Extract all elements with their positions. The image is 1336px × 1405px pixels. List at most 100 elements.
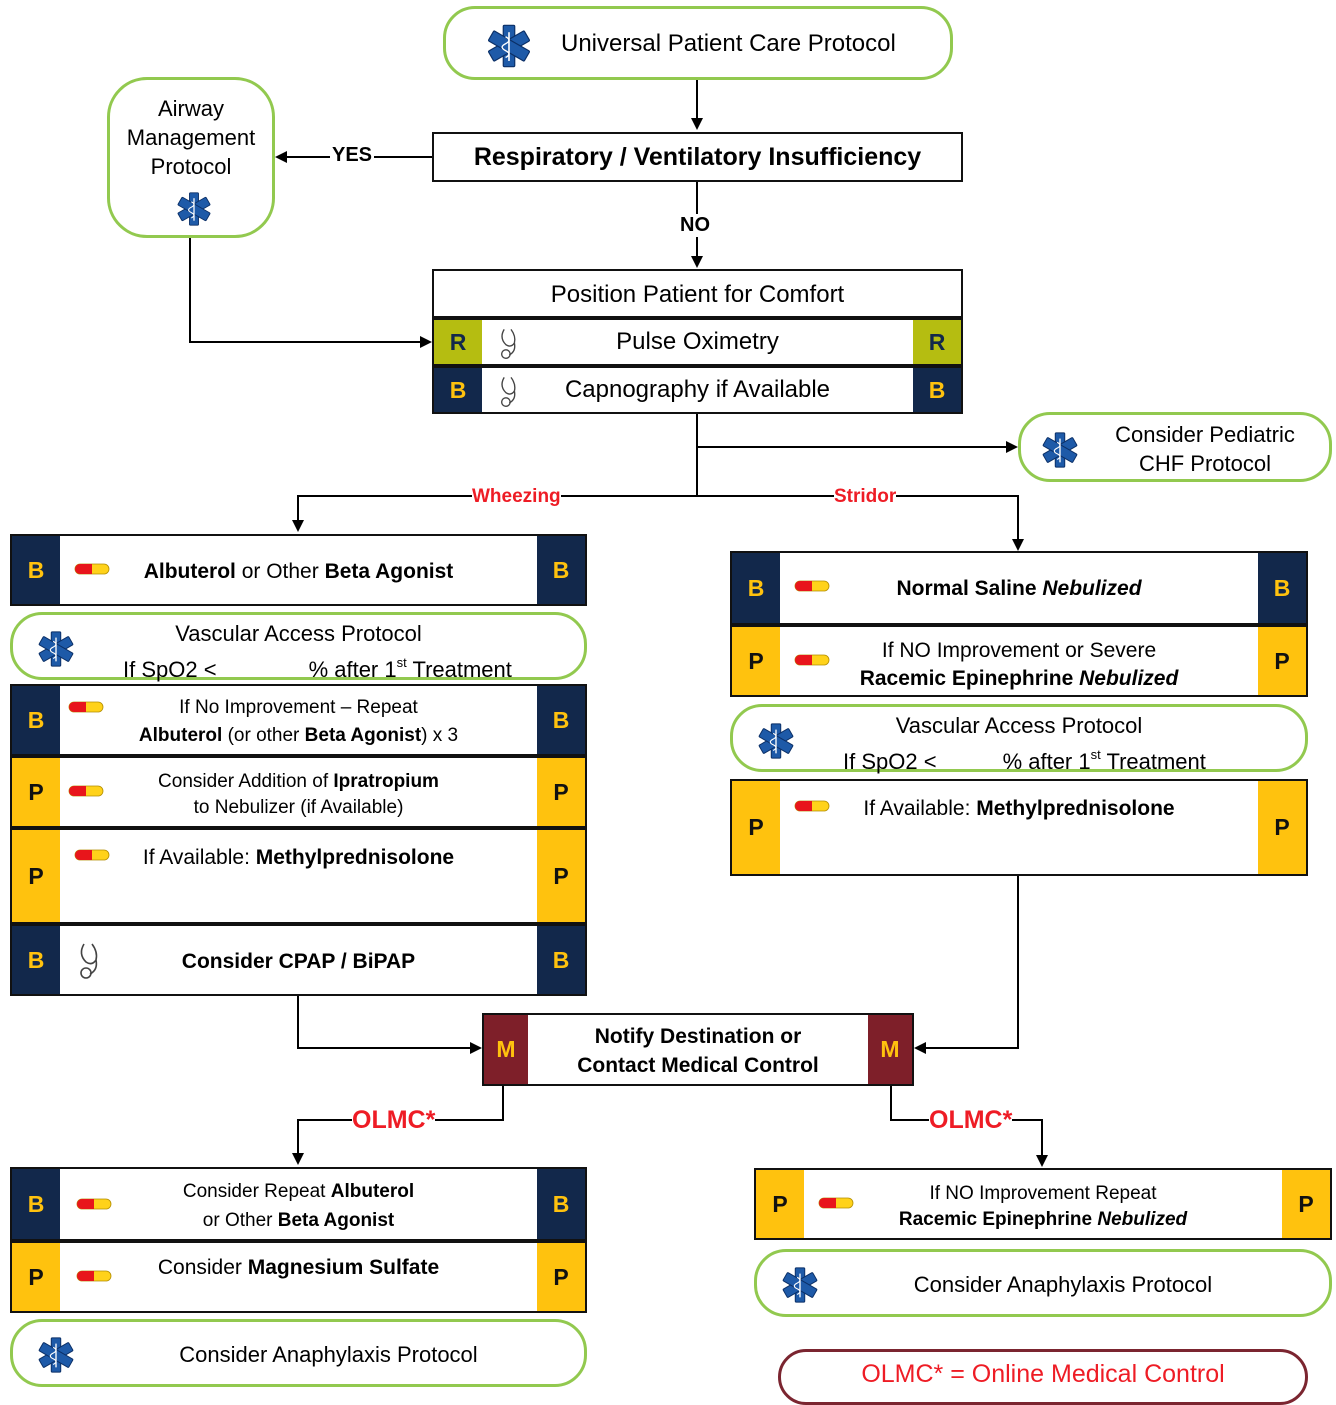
level-m-badge-right: M xyxy=(868,1015,912,1084)
level-b-badge-left: B xyxy=(12,1169,60,1239)
capnography-label: Capnography if Available xyxy=(564,376,831,403)
albuterol-label: Albuterol or Other Beta Agonist xyxy=(143,560,454,583)
normal-saline-label: Normal Saline Nebulized xyxy=(896,577,1142,600)
level-b-badge-left: B xyxy=(434,368,482,412)
level-p-badge-right: P xyxy=(537,1243,585,1311)
normal-saline-row[interactable]: B Normal Saline Nebulized B xyxy=(730,551,1308,625)
respiratory-decision-box[interactable]: Respiratory / Ventilatory Insufficiency xyxy=(432,132,963,182)
anaphylaxis-left-label: Consider Anaphylaxis Protocol xyxy=(179,1342,478,1367)
level-p-badge-left: P xyxy=(12,1243,60,1311)
ipratropium-row[interactable]: P Consider Addition of Ipratropium to Ne… xyxy=(10,756,587,828)
level-r-badge-right: R xyxy=(913,320,961,364)
star-of-life-icon xyxy=(757,722,795,760)
stridor-label: Stridor xyxy=(834,486,897,508)
level-b-badge-right: B xyxy=(537,536,585,604)
level-p-badge-right: P xyxy=(537,830,585,922)
level-p-badge-left: P xyxy=(756,1170,804,1238)
notify-line1: Notify Destination or xyxy=(594,1025,802,1048)
methylprednisolone-right-label: If Available: Methylprednisolone xyxy=(863,797,1175,820)
vascular-access-right-node[interactable]: Vascular Access Protocol If SpO2 <% afte… xyxy=(730,704,1308,774)
repeat-albuterol-line2: Albuterol (or other Beta Agonist) x 3 xyxy=(138,725,459,746)
magnesium-sulfate-row[interactable]: P Consider Magnesium Sulfate P xyxy=(10,1241,587,1313)
vascular-access-right-label: Vascular Access Protocol xyxy=(895,713,1143,738)
methylprednisolone-right-row[interactable]: P If Available: Methylprednisolone P xyxy=(730,779,1308,876)
level-b-badge-left: B xyxy=(12,536,60,604)
universal-protocol-node[interactable]: Universal Patient Care Protocol xyxy=(443,6,953,80)
chf-label-2: CHF Protocol xyxy=(1138,451,1272,476)
chf-protocol-node[interactable]: Consider Pediatric CHF Protocol xyxy=(1018,412,1332,482)
wheezing-label: Wheezing xyxy=(472,486,561,508)
repeat-albuterol-row[interactable]: B If No Improvement – Repeat Albuterol (… xyxy=(10,684,587,756)
level-p-badge-right: P xyxy=(1258,627,1306,695)
level-p-badge-right: P xyxy=(1258,781,1306,874)
pulse-oximetry-row[interactable]: R Pulse Oximetry R xyxy=(432,318,963,366)
racemic-epinephrine-line2: Racemic Epinephrine Nebulized xyxy=(859,667,1179,690)
star-of-life-icon xyxy=(176,191,212,227)
repeat-racemic-line2: Racemic Epinephrine Nebulized xyxy=(898,1209,1188,1230)
pulse-oximetry-label: Pulse Oximetry xyxy=(616,328,779,355)
level-m-badge-left: M xyxy=(484,1015,528,1084)
level-b-badge-right: B xyxy=(913,368,961,412)
level-b-badge-left: B xyxy=(732,553,780,623)
chf-label-1: Consider Pediatric xyxy=(1115,422,1295,447)
star-of-life-icon xyxy=(486,23,532,69)
level-b-badge-right: B xyxy=(537,686,585,754)
level-p-badge-left: P xyxy=(12,758,60,826)
star-of-life-icon xyxy=(37,630,75,668)
level-p-badge-left: P xyxy=(732,627,780,695)
repeat-albuterol-olmc-line1: Consider Repeat Albuterol xyxy=(182,1181,415,1202)
level-p-badge-left: P xyxy=(12,830,60,922)
airway-protocol-node[interactable]: Airway Management Protocol xyxy=(107,77,275,238)
repeat-racemic-row[interactable]: P If NO Improvement Repeat Racemic Epine… xyxy=(754,1168,1332,1240)
methylprednisolone-left-row[interactable]: P If Available: Methylprednisolone P xyxy=(10,828,587,924)
notify-destination-row[interactable]: M Notify Destination or Contact Medical … xyxy=(482,1013,914,1086)
notify-line2: Contact Medical Control xyxy=(577,1054,819,1077)
level-p-badge-left: P xyxy=(732,781,780,874)
albuterol-row[interactable]: B Albuterol or Other Beta Agonist B xyxy=(10,534,587,606)
level-b-badge-right: B xyxy=(537,926,585,994)
racemic-epinephrine-line1: If NO Improvement or Severe xyxy=(881,639,1157,662)
universal-protocol-label: Universal Patient Care Protocol xyxy=(561,30,896,57)
methylprednisolone-left-label: If Available: Methylprednisolone xyxy=(142,846,455,869)
no-label: NO xyxy=(680,214,710,237)
level-p-badge-right: P xyxy=(1282,1170,1330,1238)
ipratropium-line2: to Nebulizer (if Available) xyxy=(193,797,404,818)
level-b-badge-left: B xyxy=(12,686,60,754)
magnesium-sulfate-label: Consider Magnesium Sulfate xyxy=(157,1256,440,1279)
airway-label-3: Protocol xyxy=(150,154,232,179)
olmc-right-label: OLMC* xyxy=(929,1106,1013,1135)
capnography-row[interactable]: B Capnography if Available B xyxy=(432,366,963,414)
anaphylaxis-left-node[interactable]: Consider Anaphylaxis Protocol xyxy=(10,1319,587,1387)
star-of-life-icon xyxy=(1041,431,1079,469)
anaphylaxis-right-label: Consider Anaphylaxis Protocol xyxy=(913,1272,1213,1297)
level-b-badge-left: B xyxy=(12,926,60,994)
airway-label-1: Airway xyxy=(157,96,224,121)
repeat-racemic-line1: If NO Improvement Repeat xyxy=(929,1183,1157,1204)
position-patient-label: Position Patient for Comfort xyxy=(550,281,845,308)
yes-label: YES xyxy=(330,144,375,167)
level-p-badge-right: P xyxy=(537,758,585,826)
olmc-legend: OLMC* = Online Medical Control xyxy=(778,1349,1308,1405)
olmc-left-label: OLMC* xyxy=(352,1106,436,1135)
repeat-albuterol-olmc-row[interactable]: B Consider Repeat Albuterol or Other Bet… xyxy=(10,1167,587,1241)
vascular-access-left-spo2: If SpO2 <% after 1st Treatment xyxy=(123,655,512,682)
star-of-life-icon xyxy=(37,1336,75,1374)
anaphylaxis-right-node[interactable]: Consider Anaphylaxis Protocol xyxy=(754,1249,1332,1317)
cpap-label: Consider CPAP / BiPAP xyxy=(181,950,416,973)
position-patient-box[interactable]: Position Patient for Comfort xyxy=(432,269,963,318)
repeat-albuterol-line1: If No Improvement – Repeat xyxy=(179,697,418,718)
cpap-row[interactable]: B Consider CPAP / BiPAP B xyxy=(10,924,587,996)
vascular-access-left-node[interactable]: Vascular Access Protocol If SpO2 <% afte… xyxy=(10,612,587,682)
level-b-badge-right: B xyxy=(537,1169,585,1239)
repeat-albuterol-olmc-line2: or Other Beta Agonist xyxy=(202,1210,395,1231)
vascular-access-left-label: Vascular Access Protocol xyxy=(175,621,422,646)
olmc-legend-text: OLMC* = Online Medical Control xyxy=(861,1360,1225,1388)
respiratory-decision-label: Respiratory / Ventilatory Insufficiency xyxy=(473,143,922,171)
level-b-badge-right: B xyxy=(1258,553,1306,623)
ipratropium-line1: Consider Addition of Ipratropium xyxy=(158,771,439,792)
level-r-badge-left: R xyxy=(434,320,482,364)
airway-label-2: Management xyxy=(126,125,256,150)
racemic-epinephrine-row[interactable]: P If NO Improvement or Severe Racemic Ep… xyxy=(730,625,1308,697)
vascular-access-right-spo2: If SpO2 <% after 1st Treatment xyxy=(843,747,1206,774)
